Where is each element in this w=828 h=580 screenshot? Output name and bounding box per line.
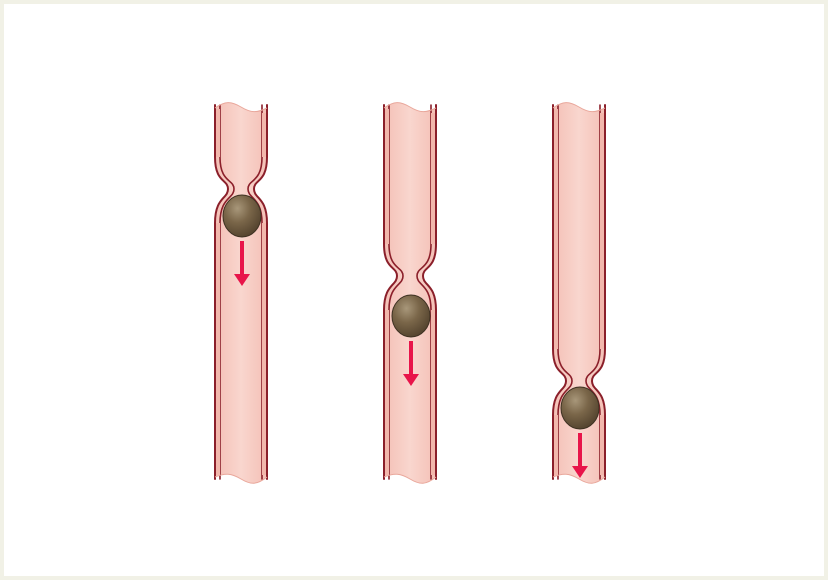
tube-wall-band-right-top [262, 113, 266, 157]
tube-wall-band-left-top [216, 109, 220, 157]
tube-wall-band-right-top [600, 113, 604, 349]
tube-wall-band-left-top [385, 109, 389, 244]
bolus-ball-icon [223, 195, 261, 237]
tube-wall-band-left-top [554, 109, 558, 349]
tube-panel-1 [215, 103, 267, 484]
tube-wall-band-left-bottom [216, 223, 220, 475]
tube-panel-3 [553, 103, 605, 484]
tube-wall-band-right-bottom [431, 310, 435, 475]
bolus-ball-icon [561, 387, 599, 429]
tube-wall-band-left-bottom [554, 415, 558, 475]
figure-canvas [4, 4, 824, 576]
tube-wall-band-right-bottom [262, 223, 266, 475]
peristalsis-diagram [4, 4, 824, 576]
tube-panel-2 [384, 103, 436, 484]
tube-wall-band-left-bottom [385, 310, 389, 475]
tube-body [215, 103, 267, 484]
tube-wall-band-right-bottom [600, 415, 604, 475]
bolus-ball-icon [392, 295, 430, 337]
tube-wall-band-right-top [431, 113, 435, 244]
